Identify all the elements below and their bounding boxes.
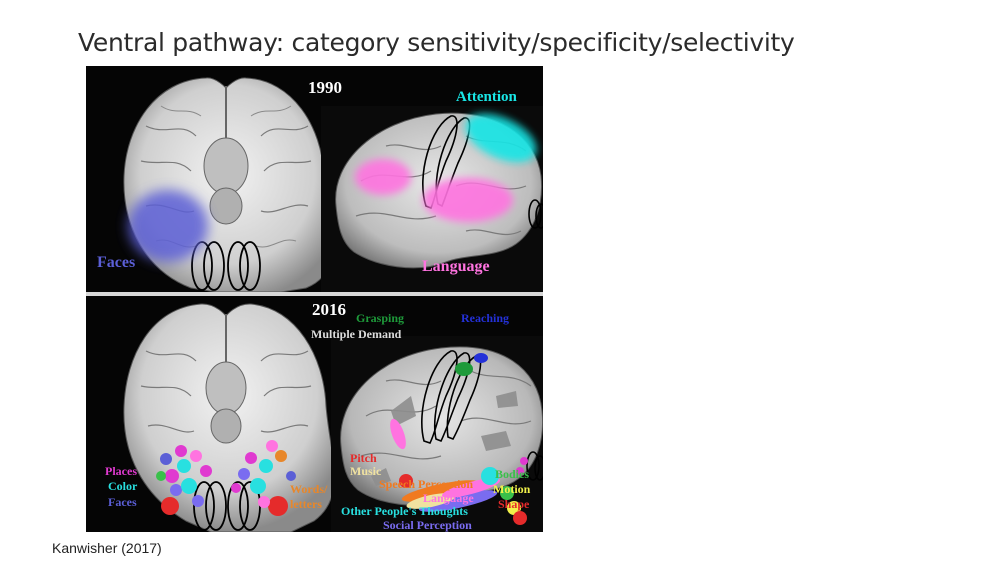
words-label: Words/	[290, 482, 328, 496]
reaching-region	[474, 353, 488, 363]
thoughts-region	[481, 467, 499, 485]
year-2016-label: 2016	[312, 300, 346, 319]
pitch-region	[399, 474, 413, 488]
multiple-demand-label: Multiple Demand	[311, 327, 402, 341]
bodies-label: Bodies	[495, 467, 530, 481]
ventral-blobs-right	[231, 440, 296, 516]
panel-1990-drawing	[123, 77, 543, 292]
language-label-2016: Language	[423, 491, 474, 505]
social-perception-region	[418, 490, 498, 512]
language-region-frontal	[355, 159, 411, 195]
color-label: Color	[108, 479, 138, 493]
lateral-brain-1990	[321, 106, 543, 292]
attention-region	[465, 113, 537, 163]
citation: Kanwisher (2017)	[52, 540, 162, 556]
panel-divider	[86, 292, 543, 296]
grasping-label: Grasping	[356, 311, 405, 325]
music-label: Music	[350, 464, 382, 478]
faces-region-1990	[128, 190, 208, 262]
motion-label: Motion	[493, 482, 531, 496]
panel-1990: 1990 Attention Faces Language	[86, 66, 543, 292]
slide-title: Ventral pathway: category sensitivity/sp…	[78, 28, 795, 57]
language-region-frontal-2016	[390, 418, 406, 450]
other-peoples-thoughts-label: Other People's Thoughts	[341, 504, 468, 518]
ventral-brain-2016	[123, 303, 335, 532]
faces-label-2016: Faces	[108, 495, 137, 509]
faces-label-1990: Faces	[97, 254, 136, 271]
year-1990-label: 1990	[308, 78, 342, 97]
attention-label: Attention	[456, 89, 517, 105]
lateral-brain-2016	[331, 336, 543, 532]
panel-2016-drawing	[123, 303, 543, 532]
music-region	[406, 493, 456, 509]
panel-2016: 2016 Grasping Reaching Multiple Demand P…	[86, 296, 543, 532]
language-label-1990: Language	[422, 258, 490, 275]
pitch-label: Pitch	[350, 451, 377, 465]
speech-perception-label: Speech Perception	[379, 477, 474, 491]
reaching-label: Reaching	[461, 311, 509, 325]
brain-figure: 1990 Attention Faces Language	[86, 66, 543, 532]
bodies-region	[500, 486, 514, 500]
shape-label: Shape	[498, 497, 530, 511]
grasping-region	[455, 362, 473, 376]
language-region-temporal	[423, 178, 513, 222]
ventral-brain-1990	[123, 77, 333, 292]
ventral-blobs-left	[156, 445, 212, 515]
places-label: Places	[105, 464, 137, 478]
letters-label: letters	[290, 497, 322, 511]
shape-region	[513, 511, 527, 525]
social-perception-label: Social Perception	[383, 518, 472, 532]
